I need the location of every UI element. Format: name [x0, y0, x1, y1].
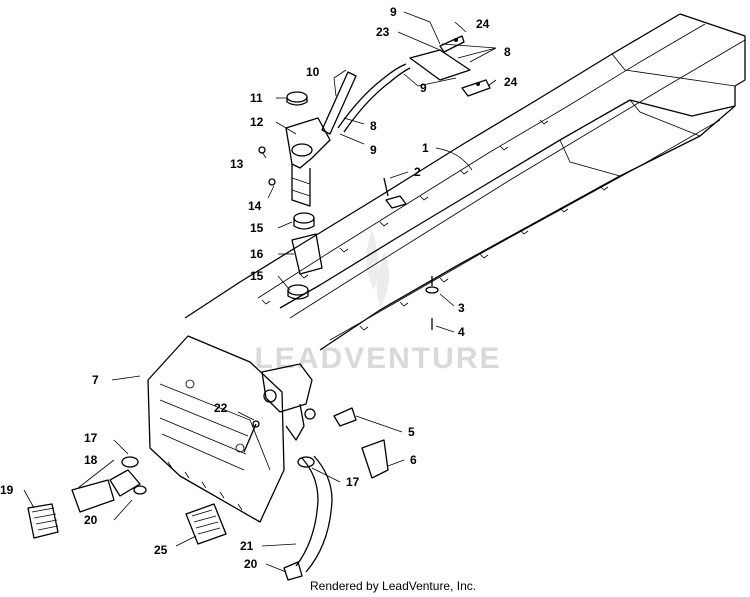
rendered-by-credit: Rendered by LeadVenture, Inc.	[310, 579, 476, 593]
leadventure-watermark: LEADVENTURE	[254, 230, 501, 375]
callout-17: 17	[346, 475, 360, 489]
callout-2: 2	[414, 165, 421, 179]
callout-15: 15	[250, 221, 264, 235]
callout-9: 9	[420, 81, 427, 95]
callout-24: 24	[476, 17, 490, 31]
overflow-hose-part	[337, 63, 411, 133]
callout-3: 3	[458, 301, 465, 315]
callout-24: 24	[504, 75, 518, 89]
callout-16: 16	[250, 247, 264, 261]
pad-part	[185, 503, 227, 545]
callout-7: 7	[92, 373, 99, 387]
callout-15: 15	[250, 269, 264, 283]
outlet-manifold-part	[261, 363, 316, 441]
callout-4: 4	[458, 325, 465, 339]
fastener-part	[258, 146, 439, 330]
callout-numbers: 9 23 24 8 24 9 10 11 12 13 14 8 9 1 2 15…	[0, 5, 518, 571]
callout-14: 14	[248, 199, 262, 213]
callout-8: 8	[504, 45, 511, 59]
callout-6: 6	[410, 453, 417, 467]
vent-hose-part	[321, 71, 357, 135]
callout-10: 10	[306, 65, 320, 79]
leader-lines	[23, 11, 497, 573]
callout-20: 20	[244, 557, 258, 571]
callout-20: 20	[84, 513, 98, 527]
left-hose-assembly-part	[27, 456, 147, 539]
callout-18: 18	[84, 453, 98, 467]
callout-23: 23	[376, 25, 390, 39]
bracket-part	[333, 407, 389, 479]
callout-9: 9	[390, 5, 397, 19]
callout-5: 5	[408, 425, 415, 439]
callout-8: 8	[370, 119, 377, 133]
cap-part	[286, 91, 308, 106]
callout-12: 12	[250, 115, 264, 129]
vent-fitting-part	[409, 35, 491, 97]
callout-25: 25	[154, 543, 168, 557]
watermark-text: LEADVENTURE	[254, 342, 501, 375]
filler-neck-part	[285, 117, 331, 207]
callout-11: 11	[250, 91, 263, 105]
callout-19: 19	[0, 483, 14, 497]
callout-22: 22	[214, 401, 228, 415]
callout-17: 17	[84, 431, 98, 445]
bolt-part	[243, 420, 260, 453]
lower-hose-part	[283, 455, 333, 581]
callout-21: 21	[240, 539, 254, 553]
heat-exchanger-part	[147, 335, 285, 523]
coupler-hose-part	[287, 212, 323, 300]
callout-9: 9	[370, 143, 377, 157]
callout-13: 13	[230, 157, 244, 171]
callout-1: 1	[422, 141, 429, 155]
tunnel-frame-part	[184, 13, 746, 351]
